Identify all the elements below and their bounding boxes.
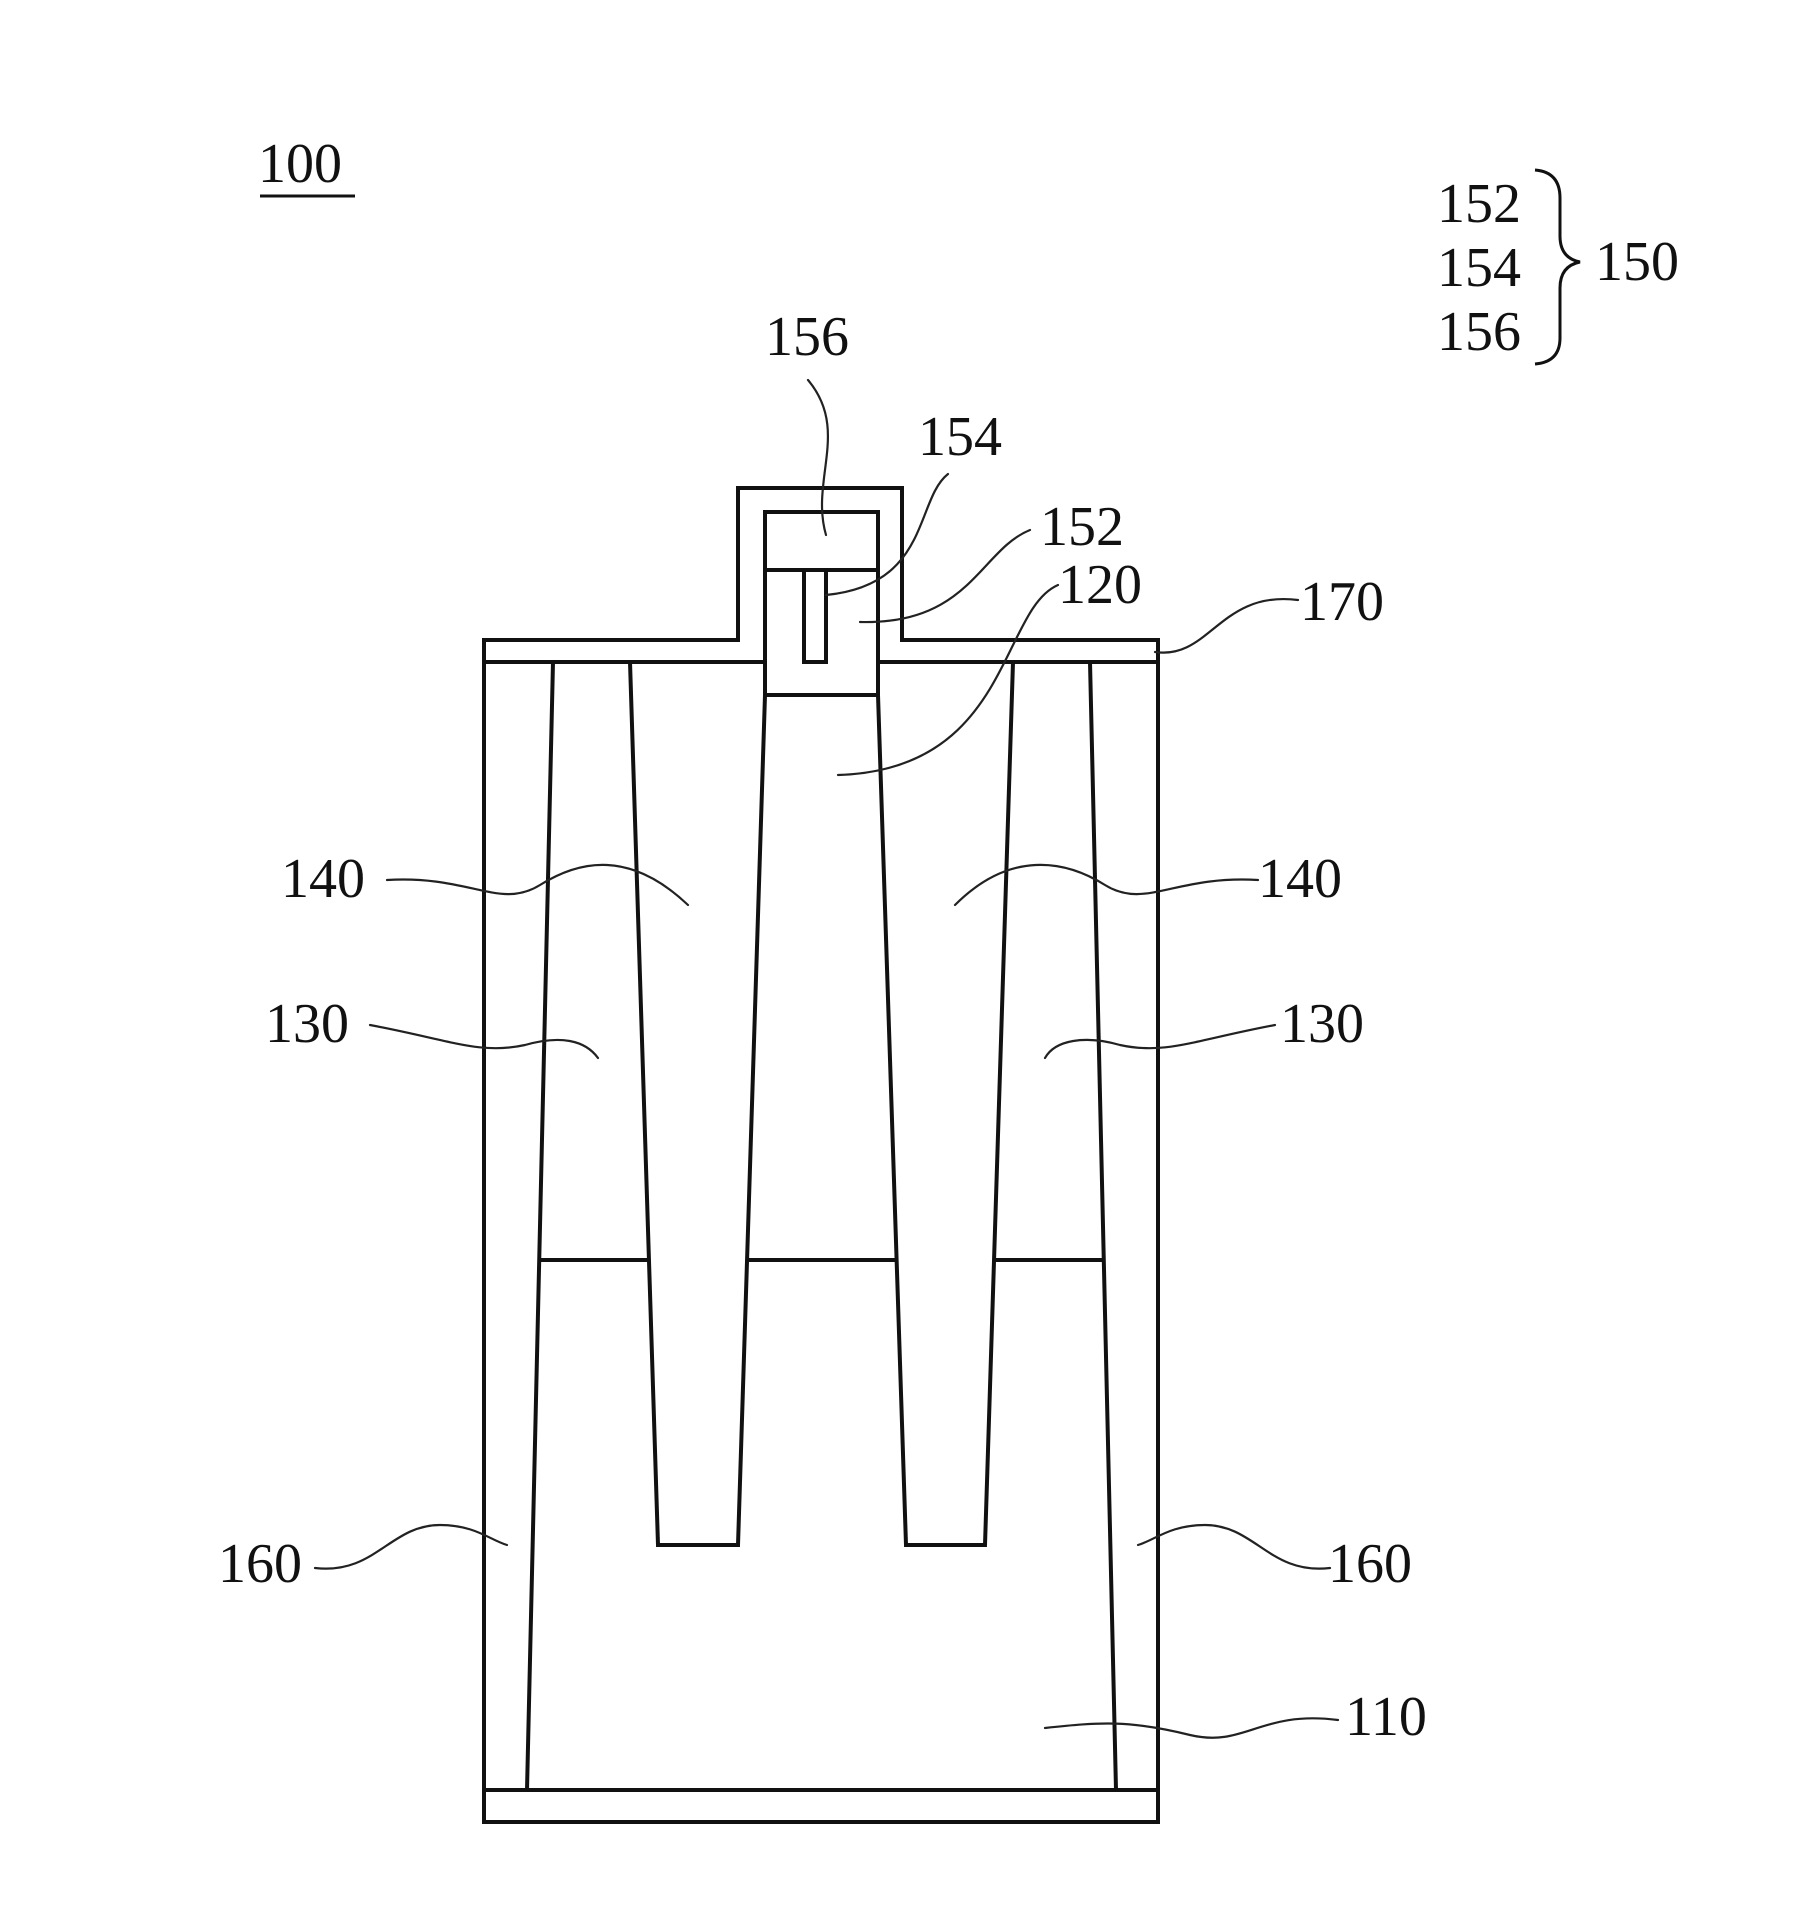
label-120: 120 [1058, 554, 1142, 616]
gate-154-block [804, 570, 826, 662]
label-154: 154 [918, 406, 1002, 468]
label-160-left: 160 [218, 1533, 302, 1595]
pillar-right [878, 662, 1013, 1545]
group-member-154: 154 [1437, 237, 1521, 299]
leader-140-right [955, 865, 1258, 905]
trench-160-right [1090, 662, 1158, 1790]
leader-152 [860, 530, 1030, 622]
leader-160-right [1138, 1525, 1330, 1569]
leader-160-left [315, 1525, 507, 1569]
leader-154 [826, 474, 948, 595]
pillar-left [630, 662, 765, 1545]
group-member-152: 152 [1437, 173, 1521, 235]
trench-160-left [484, 662, 553, 1790]
gate-156-box [765, 512, 878, 695]
curly-brace [1535, 170, 1580, 364]
group-member-156: 156 [1437, 301, 1521, 363]
leader-170 [1155, 599, 1298, 653]
label-130-left: 130 [265, 993, 349, 1055]
label-152: 152 [1040, 496, 1124, 558]
label-140-right: 140 [1258, 848, 1342, 910]
label-110: 110 [1345, 1686, 1427, 1748]
leader-140-left [387, 865, 688, 905]
label-160-right: 160 [1328, 1533, 1412, 1595]
leader-120 [838, 585, 1058, 775]
outer-outline [484, 488, 1158, 1822]
label-130-right: 130 [1280, 993, 1364, 1055]
group-legend: 152 154 156 150 [1437, 170, 1679, 364]
label-156: 156 [765, 306, 849, 368]
device-label: 100 [258, 133, 342, 195]
label-140-left: 140 [281, 848, 365, 910]
group-label-150: 150 [1595, 231, 1679, 293]
leader-110 [1045, 1718, 1338, 1737]
device-structure [484, 488, 1158, 1822]
label-170: 170 [1300, 571, 1384, 633]
